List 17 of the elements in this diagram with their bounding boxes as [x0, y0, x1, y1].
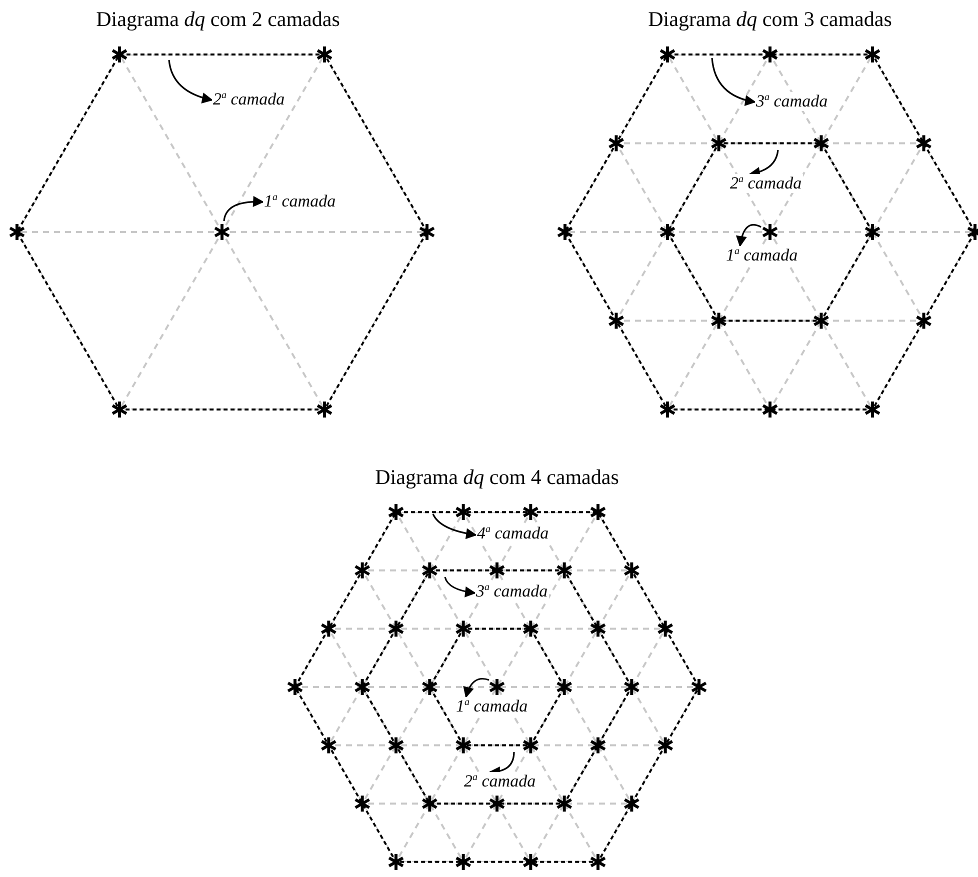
layer-label: 3$^{a}$ camada [755, 92, 829, 112]
layer-label: 3$^{a}$ camada [475, 582, 549, 602]
layer-label: 2$^{a}$ camada [463, 772, 537, 792]
curved-arrow [464, 678, 490, 698]
curved-arrow [168, 60, 214, 104]
curved-arrow [711, 58, 756, 106]
curved-arrow [432, 514, 478, 539]
layer-label: 1$^{a}$ camada [455, 697, 529, 716]
panel-heading: Diagrama dq com 4 camadas [375, 466, 619, 490]
layer-label: 4$^{a}$ camada [476, 524, 550, 544]
layer-label: 2$^{a}$ camada [729, 174, 803, 194]
curved-arrow [223, 196, 264, 222]
curved-arrow [444, 576, 476, 598]
panel-heading: Diagrama dq com 2 camadas [96, 8, 340, 32]
panel-heading: Diagrama dq com 3 camadas [648, 8, 892, 32]
curved-arrow [736, 224, 762, 248]
layer-label: 1$^{a}$ camada [725, 246, 799, 266]
